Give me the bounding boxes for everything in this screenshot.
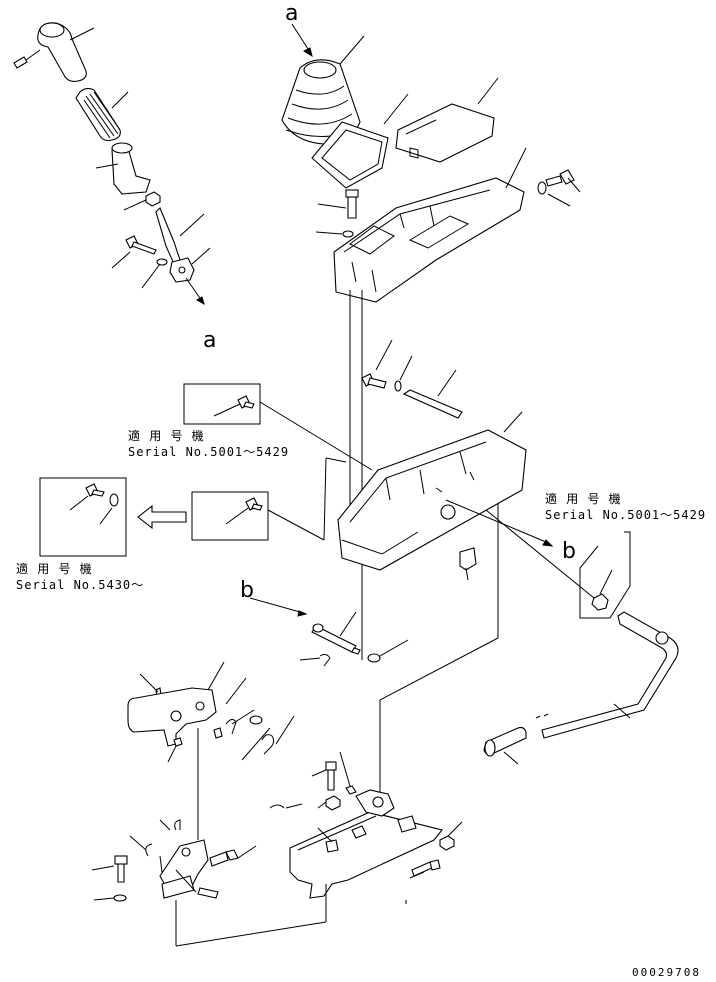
callout-b-right: b — [562, 539, 576, 564]
shift-lever — [483, 611, 679, 765]
serial-group-2-jp: 適 用 号 機 — [16, 561, 93, 576]
serial-box-1: 適 用 号 機 Serial No.5001～5429 — [128, 383, 373, 471]
drawing-number: 00029708 — [632, 966, 701, 979]
hinge-bracket — [91, 819, 327, 947]
callout-a-bottom: a — [203, 328, 216, 353]
bracket-assembly: b — [337, 339, 576, 581]
serial-group-1-serial: Serial No.5001～5429 — [128, 445, 289, 459]
serial-group-1-jp: 適 用 号 機 — [128, 428, 205, 443]
console-cover-assembly: a — [281, 1, 581, 303]
serial-group-3-jp: 適 用 号 機 — [545, 491, 622, 506]
serial-box-3: 適 用 号 機 Serial No.5001～5429 — [485, 491, 706, 619]
serial-group-2-serial: Serial No.5430～ — [16, 578, 144, 592]
lower-left-bracket — [127, 661, 295, 840]
serial-box-2: 適 用 号 機 Serial No.5430～ — [16, 457, 347, 592]
callout-a-top: a — [285, 1, 298, 26]
callout-b-left: b — [240, 578, 254, 603]
knob-assembly: a — [13, 22, 216, 353]
base-plate — [269, 751, 463, 904]
serial-group-3-serial: Serial No.5001～5429 — [545, 508, 706, 522]
pin-assembly: b — [240, 578, 409, 667]
